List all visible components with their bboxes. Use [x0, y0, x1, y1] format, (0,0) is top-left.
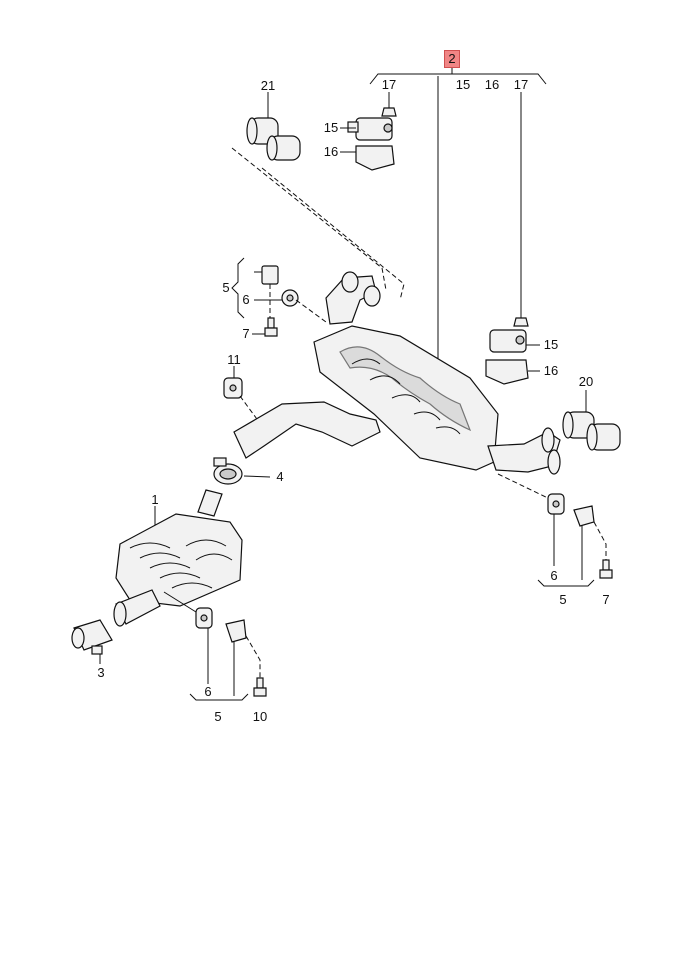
callout-17-top-right[interactable]: 17: [513, 77, 529, 92]
callout-21[interactable]: 21: [260, 78, 276, 93]
callout-4[interactable]: 4: [276, 469, 284, 484]
callout-15-a[interactable]: 15: [323, 120, 339, 135]
callout-1[interactable]: 1: [151, 492, 159, 507]
rubber-mount-11: [223, 366, 263, 427]
callout-6-a[interactable]: 6: [242, 292, 250, 307]
callout-16-b[interactable]: 16: [543, 363, 559, 378]
callout-2[interactable]: 2: [448, 51, 456, 66]
callout-7-c[interactable]: 7: [602, 592, 610, 607]
tailpipe-20: [562, 390, 621, 451]
callout-5-b[interactable]: 5: [214, 709, 222, 724]
hanger-bracket-6-upper: [231, 257, 299, 319]
callout-17-top-left[interactable]: 17: [381, 77, 397, 92]
callout-20[interactable]: 20: [578, 374, 594, 389]
flap-16-right: [485, 359, 529, 385]
bolt-7-upper: [252, 317, 278, 337]
callout-11[interactable]: 11: [227, 352, 241, 367]
nut-17-top: [381, 107, 397, 117]
callout-16-a[interactable]: 16: [323, 144, 339, 159]
actuator-15-right: [489, 329, 527, 353]
dashline-hanger-upper: [295, 299, 327, 323]
intermediate-pipe: [233, 401, 381, 459]
callout-15-top[interactable]: 15: [455, 77, 471, 92]
hanger-bracket-6-lower-left: [163, 591, 249, 701]
callout-7-a[interactable]: 7: [242, 326, 250, 341]
tailpipe-21: [246, 92, 301, 161]
dashline-21-a: [231, 147, 387, 291]
nut-17-right: [513, 317, 529, 327]
dashline-21-b: [261, 167, 405, 301]
callout-5-c[interactable]: 5: [559, 592, 567, 607]
actuator-15-top: [347, 117, 393, 141]
leader-4: [243, 475, 271, 478]
callout-6-c[interactable]: 6: [550, 568, 558, 583]
bolt-10: [245, 635, 267, 697]
bolt-7-lower: [593, 521, 613, 579]
callout-3[interactable]: 3: [97, 665, 105, 680]
callout-6-b[interactable]: 6: [204, 684, 212, 699]
flap-16-top: [355, 145, 395, 171]
clamp-4: [213, 457, 243, 485]
front-silencer-1: [113, 489, 243, 627]
hanger-bracket-6-lower-right: [497, 473, 595, 587]
rear-silencer-2: [313, 271, 561, 475]
callout-10[interactable]: 10: [252, 709, 268, 724]
highlight-box: [444, 50, 460, 68]
callout-16-top[interactable]: 16: [484, 77, 500, 92]
callout-5-a[interactable]: 5: [222, 280, 230, 295]
callout-15-b[interactable]: 15: [543, 337, 559, 352]
clamp-3: [71, 619, 113, 664]
